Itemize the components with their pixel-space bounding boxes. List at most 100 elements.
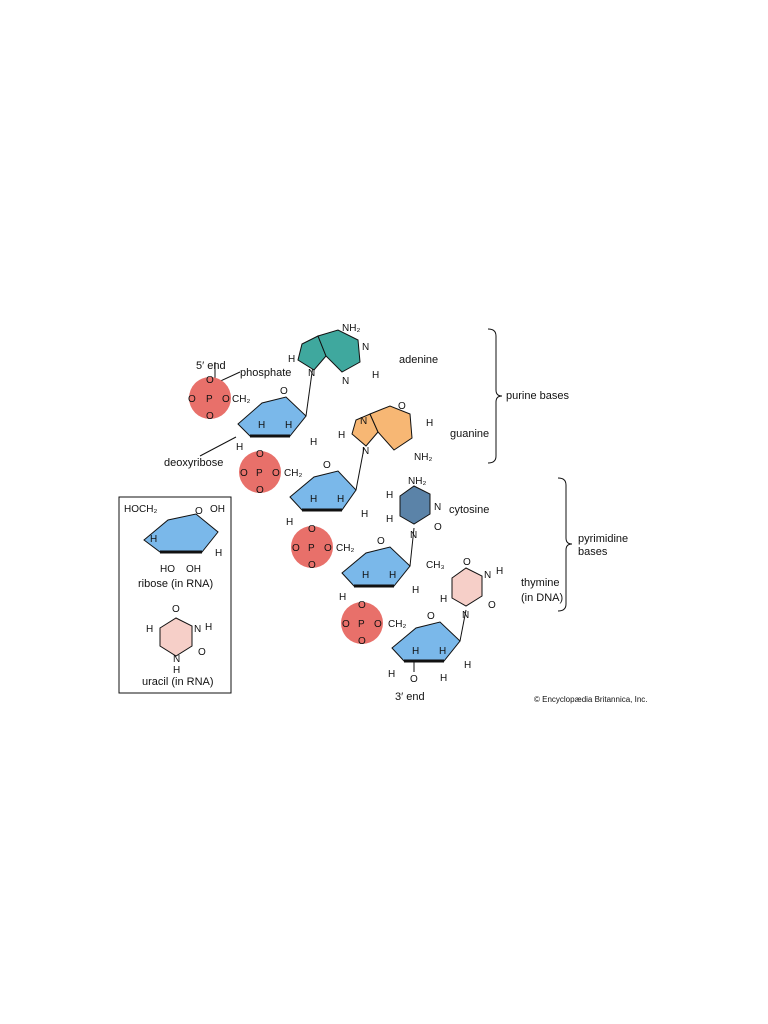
svg-text:N: N	[434, 502, 441, 513]
svg-text:N: N	[410, 530, 417, 541]
svg-text:O: O	[324, 543, 332, 554]
deoxyribose-label: deoxyribose	[164, 457, 223, 469]
svg-text:O: O	[256, 485, 264, 496]
svg-text:O: O	[280, 386, 288, 397]
svg-text:O: O	[323, 460, 331, 471]
phosphate-label: phosphate	[240, 367, 291, 379]
svg-text:N: N	[462, 610, 469, 621]
svg-text:O: O	[206, 411, 214, 422]
svg-text:H: H	[386, 490, 393, 501]
svg-text:O: O	[188, 394, 196, 405]
svg-text:NH₂: NH₂	[414, 452, 432, 463]
phosphate-group-2: O O P O O CH₂	[239, 449, 302, 496]
svg-text:H: H	[258, 420, 265, 431]
svg-text:H: H	[339, 592, 346, 603]
svg-text:P: P	[256, 468, 263, 479]
svg-text:O: O	[198, 647, 206, 658]
sugar-ring-2: O H H H H	[286, 447, 368, 528]
svg-text:H: H	[439, 646, 446, 657]
svg-text:O: O	[342, 619, 350, 630]
svg-text:HO: HO	[160, 564, 175, 575]
guanine-structure: O H H NH₂ N N	[338, 401, 433, 463]
svg-text:O: O	[308, 560, 316, 571]
svg-text:HOCH₂: HOCH₂	[124, 504, 157, 515]
svg-text:P: P	[358, 619, 365, 630]
svg-text:H: H	[440, 673, 447, 684]
svg-text:NH₂: NH₂	[408, 476, 426, 487]
svg-text:N: N	[362, 446, 369, 457]
svg-text:H: H	[215, 548, 222, 559]
svg-text:H: H	[173, 665, 180, 676]
adenine-label: adenine	[399, 354, 438, 366]
cytosine-structure: NH₂ H H N O N	[386, 476, 442, 541]
svg-text:H: H	[362, 570, 369, 581]
svg-text:N: N	[360, 416, 367, 427]
svg-text:OH: OH	[186, 564, 201, 575]
svg-text:CH₂: CH₂	[284, 468, 302, 479]
svg-text:CH₂: CH₂	[232, 394, 250, 405]
deoxyribose-leader	[199, 436, 237, 457]
svg-text:O: O	[256, 449, 264, 460]
five-prime-end-label: 5′ end	[196, 360, 226, 372]
svg-text:O: O	[272, 468, 280, 479]
thymine-note-label: (in DNA)	[521, 592, 563, 604]
svg-text:O: O	[488, 600, 496, 611]
purine-bases-label: purine bases	[506, 390, 569, 402]
phosphate-group-4: O O P O O CH₂	[341, 600, 406, 647]
svg-text:O: O	[172, 604, 180, 615]
svg-text:H: H	[388, 669, 395, 680]
rna-inset-box	[118, 496, 232, 694]
svg-text:H: H	[389, 570, 396, 581]
svg-text:H: H	[412, 585, 419, 596]
svg-text:H: H	[205, 622, 212, 633]
pyrimidine-label-line2: bases	[578, 546, 608, 558]
svg-text:H: H	[288, 354, 295, 365]
svg-text:O: O	[374, 619, 382, 630]
svg-text:H: H	[150, 534, 157, 545]
svg-text:N: N	[342, 376, 349, 387]
adenine-structure: NH₂ H H N N N	[288, 323, 379, 387]
uracil-label: uracil (in RNA)	[142, 676, 214, 688]
svg-text:O: O	[292, 543, 300, 554]
svg-text:O: O	[222, 394, 230, 405]
guanine-label: guanine	[450, 428, 489, 440]
svg-text:NH₂: NH₂	[342, 323, 360, 334]
svg-text:H: H	[338, 430, 345, 441]
svg-text:H: H	[236, 442, 243, 453]
svg-text:N: N	[194, 624, 201, 635]
svg-text:CH₂: CH₂	[336, 543, 354, 554]
phosphate-group-1: O O P O O CH₂	[188, 375, 250, 422]
svg-text:H: H	[310, 437, 317, 448]
svg-text:N: N	[173, 654, 180, 665]
svg-text:CH₂: CH₂	[388, 619, 406, 630]
svg-text:H: H	[310, 494, 317, 505]
sugar-ring-4: O H H H O H H	[388, 609, 471, 685]
svg-text:O: O	[377, 536, 385, 547]
svg-text:O: O	[358, 600, 366, 611]
phosphate-group-3: O O P O O CH₂	[291, 524, 354, 571]
ribose-structure: HOCH₂ OH O H H HO OH	[124, 504, 225, 575]
purine-brace	[487, 328, 503, 464]
svg-text:H: H	[286, 517, 293, 528]
cytosine-label: cytosine	[449, 504, 489, 516]
svg-text:O: O	[240, 468, 248, 479]
svg-text:N: N	[308, 368, 315, 379]
svg-text:H: H	[372, 370, 379, 381]
svg-text:H: H	[440, 594, 447, 605]
pyrimidine-label-line1: pyrimidine	[578, 533, 628, 545]
svg-text:O: O	[206, 375, 214, 386]
credit-text: © Encyclopædia Britannica, Inc.	[534, 695, 648, 704]
pyrimidine-brace	[557, 477, 573, 612]
svg-text:H: H	[361, 509, 368, 520]
svg-text:H: H	[386, 514, 393, 525]
svg-text:H: H	[146, 624, 153, 635]
svg-text:O: O	[398, 401, 406, 412]
sugar-ring-3: O H H H H	[339, 527, 419, 603]
three-prime-end-label: 3′ end	[395, 691, 425, 703]
svg-text:H: H	[464, 660, 471, 671]
svg-text:N: N	[362, 342, 369, 353]
svg-text:O: O	[308, 524, 316, 535]
svg-text:CH₃: CH₃	[426, 560, 445, 571]
